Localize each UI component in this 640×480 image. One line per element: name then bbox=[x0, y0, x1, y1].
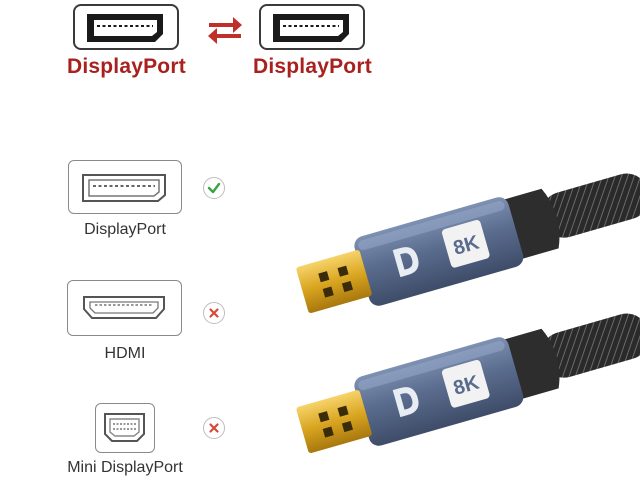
compat-label: Mini DisplayPort bbox=[67, 459, 183, 476]
mini-displayport-port-box bbox=[95, 403, 155, 453]
header-right-connector bbox=[259, 4, 365, 50]
lower-connector: 8K bbox=[296, 313, 640, 454]
displayport-connector-icon bbox=[273, 14, 349, 42]
mini-displayport-port-icon bbox=[104, 413, 145, 442]
displayport-port-box bbox=[68, 160, 182, 214]
hdmi-port-box bbox=[67, 280, 182, 336]
cable-illustration: 8K 8K bbox=[296, 173, 640, 454]
displayport-connector-icon bbox=[87, 14, 163, 42]
braided-cable bbox=[541, 313, 640, 378]
braided-cable bbox=[541, 173, 640, 238]
connector-shell bbox=[354, 337, 524, 446]
cross-icon bbox=[209, 308, 219, 318]
displayport-port-icon bbox=[82, 174, 166, 202]
gold-plug bbox=[296, 390, 372, 454]
hdmi-port-icon bbox=[83, 296, 165, 319]
status-badge bbox=[203, 302, 225, 324]
connector-shell bbox=[354, 197, 524, 306]
header-left-label: DisplayPort bbox=[67, 55, 186, 78]
displayport-logo-icon bbox=[392, 247, 419, 278]
check-icon bbox=[207, 182, 221, 194]
upper-connector: 8K bbox=[296, 173, 640, 314]
header-right-label: DisplayPort bbox=[253, 55, 372, 78]
8k-badge: 8K bbox=[441, 219, 490, 268]
swap-arrows-icon bbox=[208, 17, 242, 44]
compat-label: HDMI bbox=[104, 345, 146, 362]
compat-label: DisplayPort bbox=[84, 221, 166, 238]
cross-icon bbox=[209, 423, 219, 433]
displayport-logo-icon bbox=[392, 387, 419, 418]
gold-plug bbox=[296, 250, 372, 314]
8k-badge: 8K bbox=[441, 359, 490, 408]
status-badge bbox=[203, 177, 225, 199]
status-badge bbox=[203, 417, 225, 439]
header-left-connector bbox=[73, 4, 179, 50]
